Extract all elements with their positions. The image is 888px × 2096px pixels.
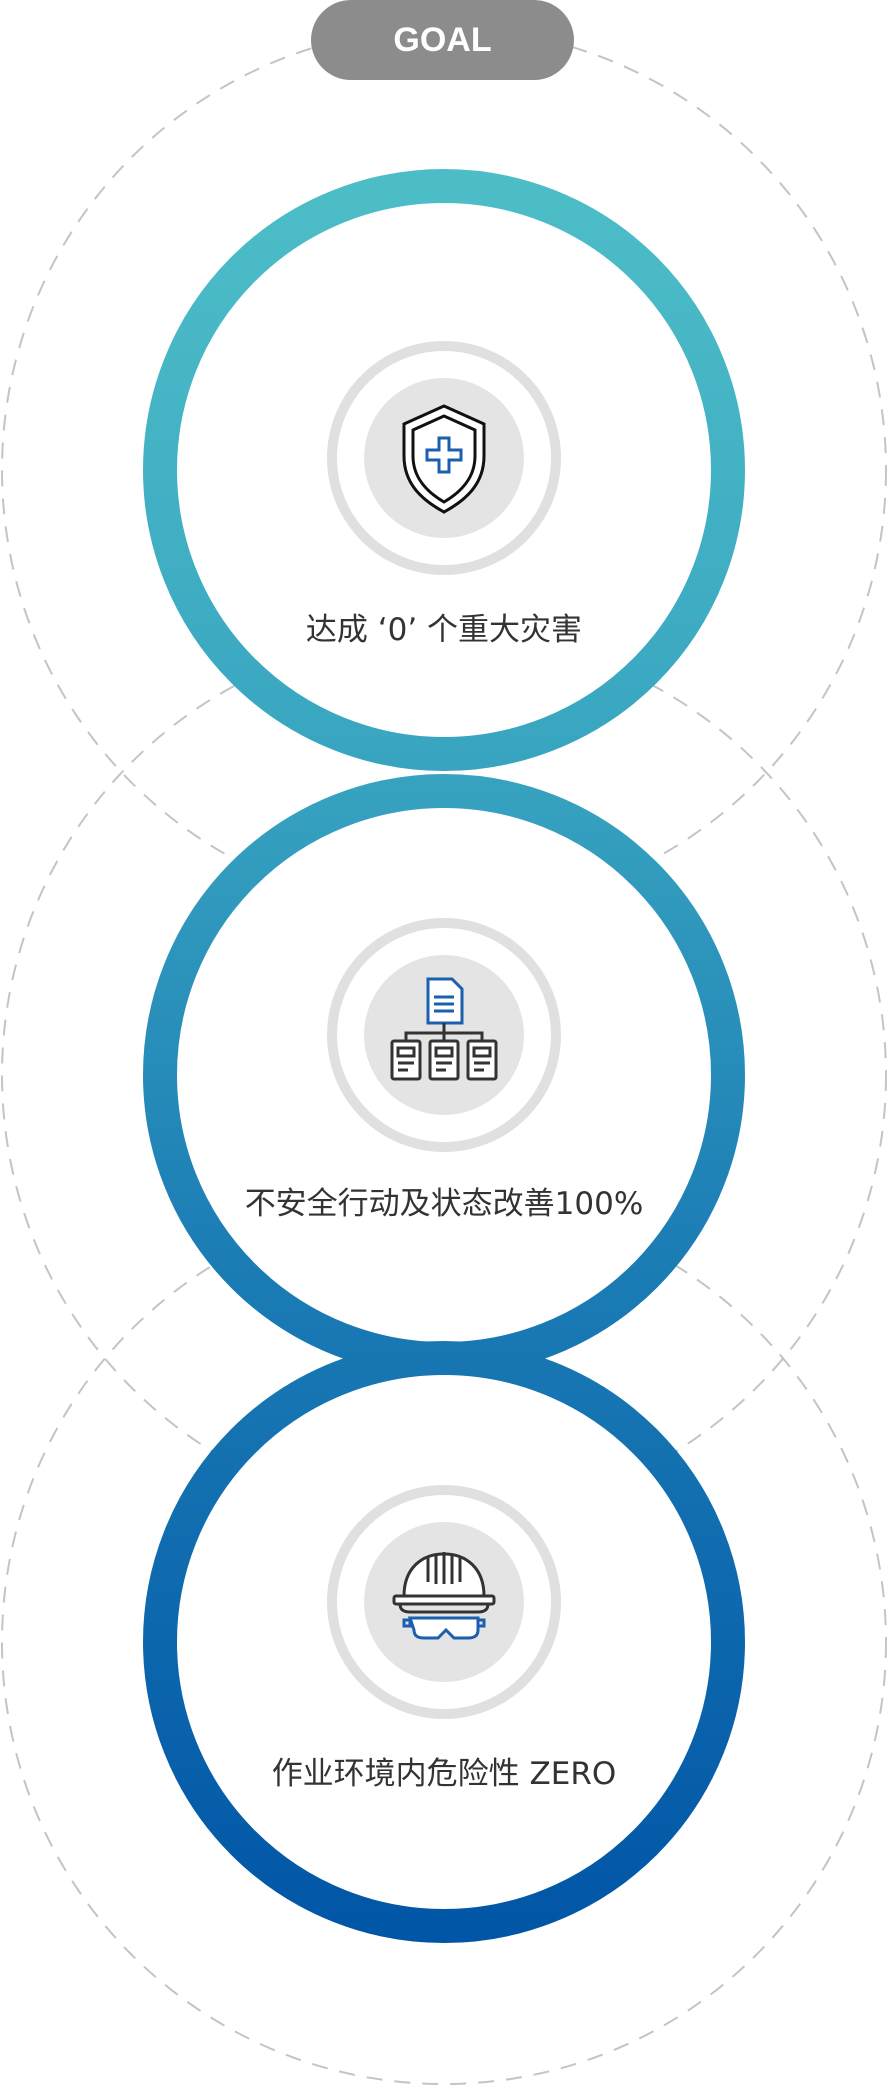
goal-label-1: 达成 ‘0’ 个重大灾害: [305, 612, 583, 648]
shield-cross-icon: [402, 404, 486, 514]
hardhat-goggles-icon: [392, 1552, 496, 1640]
document-hierarchy-icon: [390, 977, 498, 1081]
goal-label-2: 不安全行动及状态改善100%: [244, 1186, 644, 1222]
goal-label-3: 作业环境内危险性 ZERO: [271, 1756, 617, 1792]
goal-badge: GOAL: [311, 0, 574, 80]
